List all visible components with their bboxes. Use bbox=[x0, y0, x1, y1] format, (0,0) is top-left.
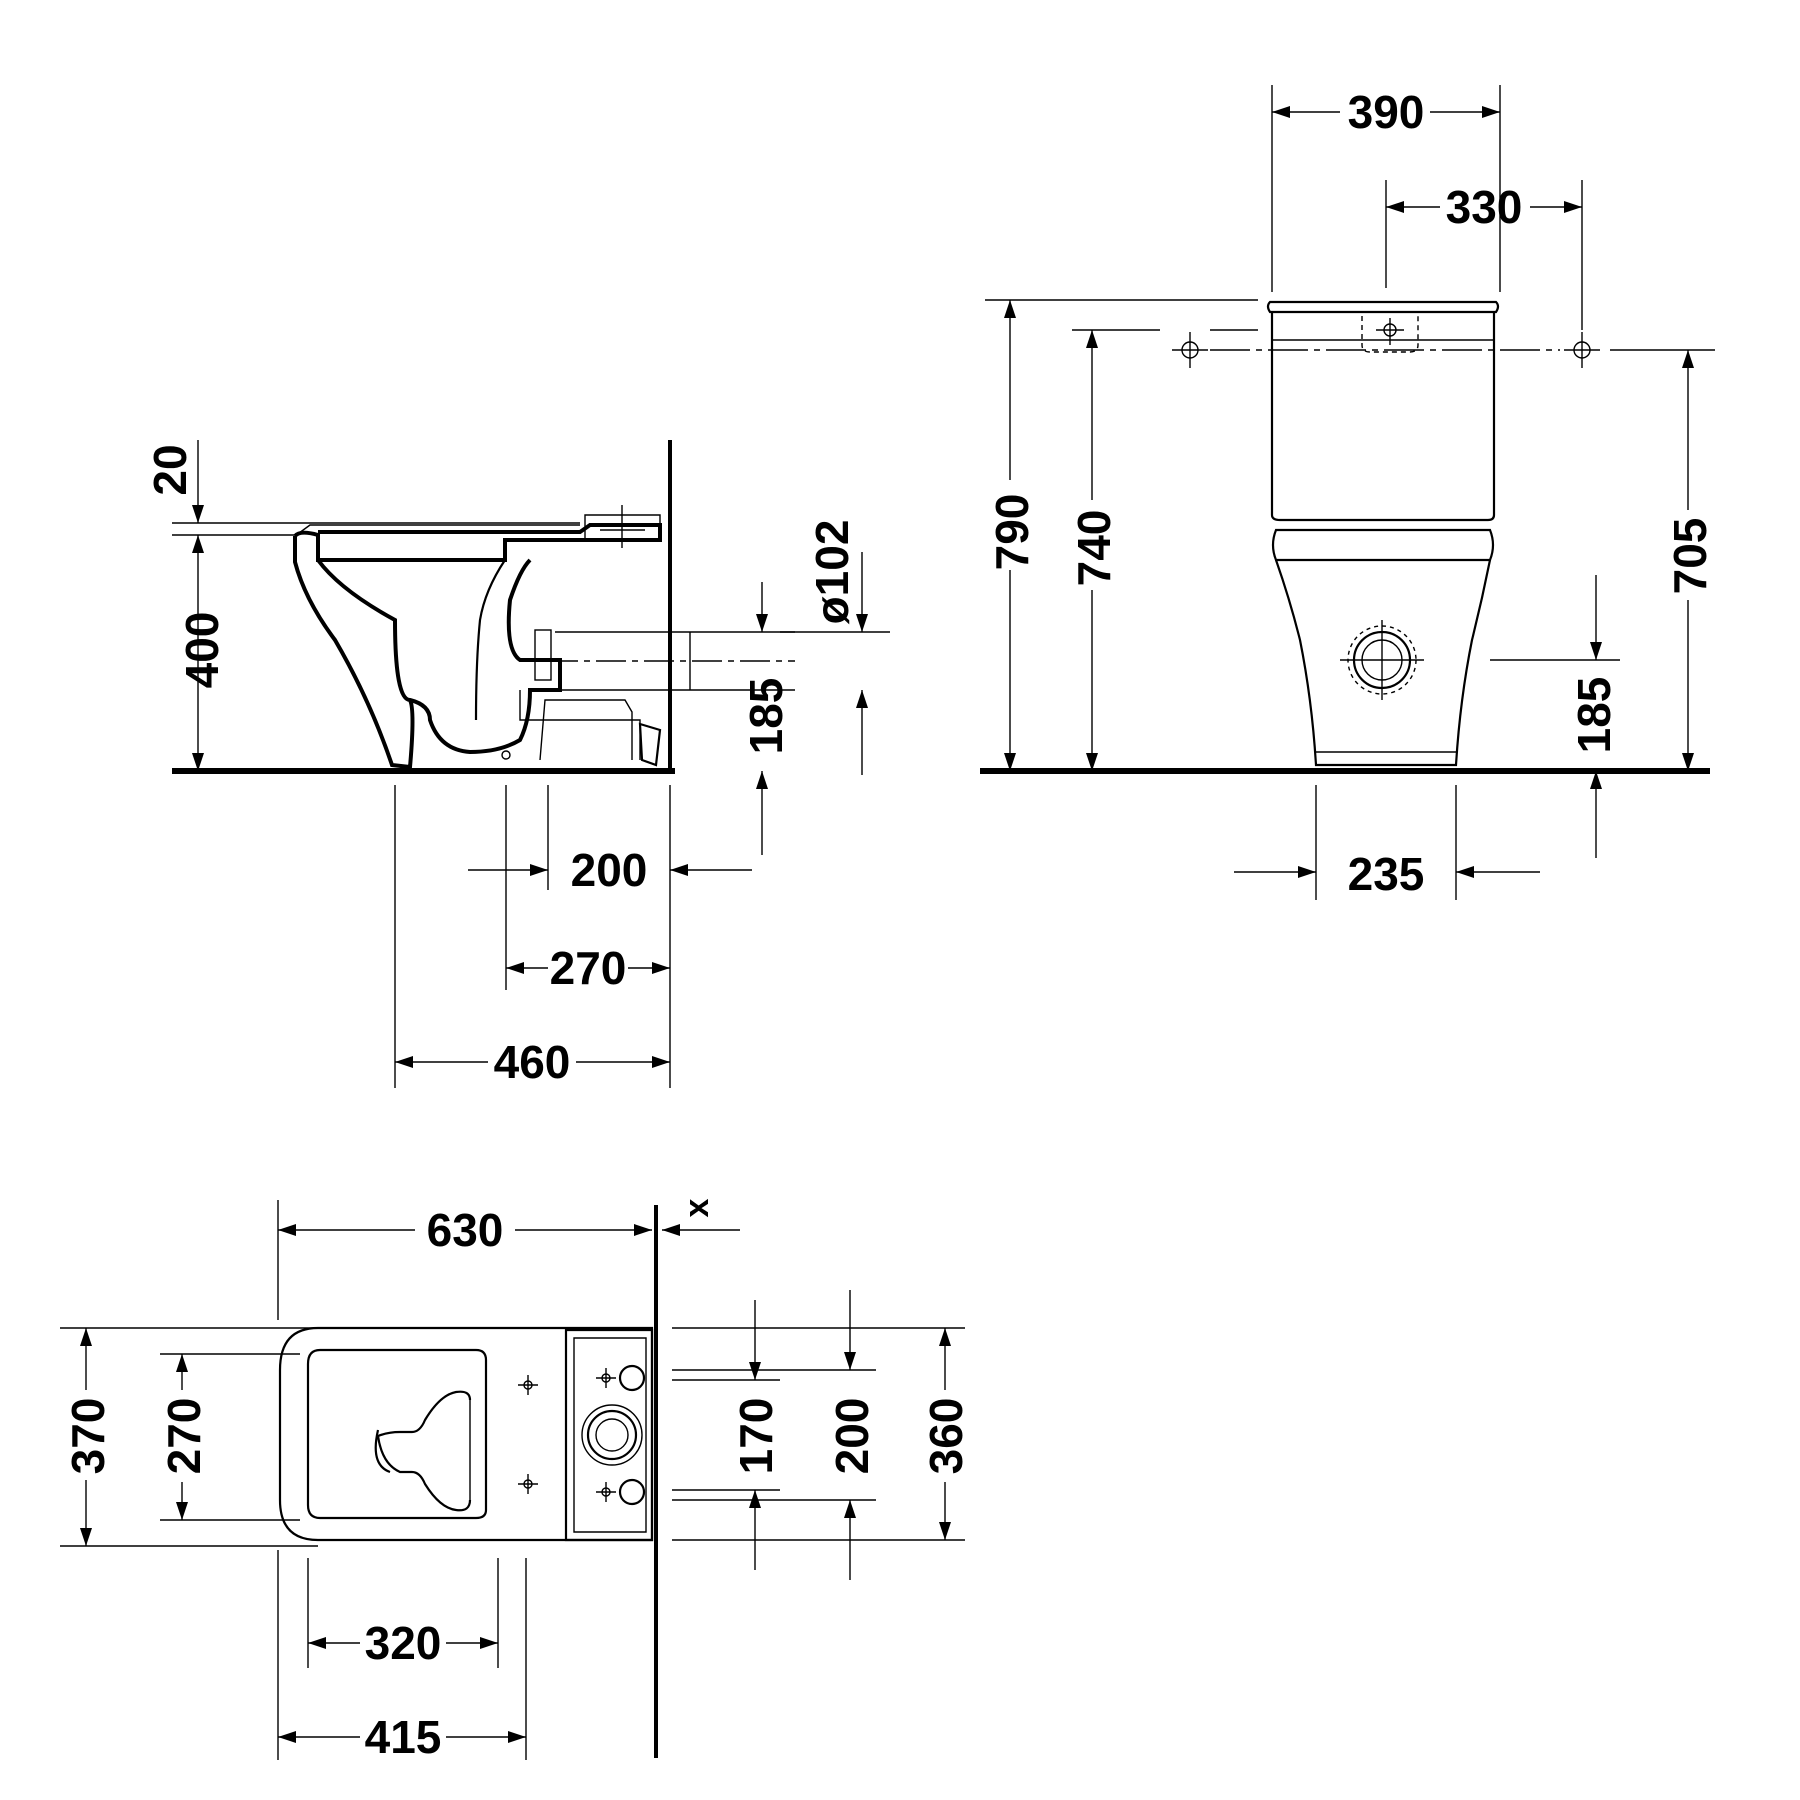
side-dim-460: 460 bbox=[494, 1036, 571, 1088]
side-dim-102: ø102 bbox=[806, 520, 858, 625]
top-dim-x: x bbox=[678, 1198, 716, 1217]
top-dim-270: 270 bbox=[158, 1398, 210, 1475]
side-view: 20 400 ø102 185 200 270 bbox=[144, 440, 890, 1088]
front-dim-330: 330 bbox=[1446, 181, 1523, 233]
top-dim-360: 360 bbox=[920, 1398, 972, 1475]
top-dim-630: 630 bbox=[427, 1204, 504, 1256]
side-dim-20: 20 bbox=[144, 444, 196, 495]
front-toilet-outline bbox=[1266, 300, 1500, 767]
top-dim-200: 200 bbox=[826, 1398, 878, 1475]
top-dim-415: 415 bbox=[365, 1711, 442, 1763]
front-dim-235: 235 bbox=[1348, 848, 1425, 900]
front-mounting-hole-left bbox=[1172, 332, 1208, 368]
side-dim-270: 270 bbox=[550, 942, 627, 994]
side-dim-200: 200 bbox=[571, 844, 648, 896]
front-dim-185: 185 bbox=[1568, 677, 1620, 754]
side-dim-185: 185 bbox=[740, 678, 792, 755]
side-dim-400: 400 bbox=[176, 612, 228, 689]
top-toilet-outline bbox=[278, 1326, 654, 1542]
front-dim-705: 705 bbox=[1664, 518, 1716, 595]
top-dim-320: 320 bbox=[365, 1617, 442, 1669]
front-dim-790: 790 bbox=[986, 494, 1038, 571]
top-view: 630 x 370 270 170 bbox=[60, 1198, 972, 1763]
front-view: 390 330 790 740 705 185 bbox=[980, 85, 1716, 900]
front-mounting-hole-right bbox=[1564, 332, 1600, 368]
top-dim-370: 370 bbox=[62, 1398, 114, 1475]
front-dim-740: 740 bbox=[1068, 510, 1120, 587]
top-dim-170: 170 bbox=[730, 1398, 782, 1475]
front-dim-390: 390 bbox=[1348, 86, 1425, 138]
side-toilet-outline bbox=[293, 505, 662, 770]
